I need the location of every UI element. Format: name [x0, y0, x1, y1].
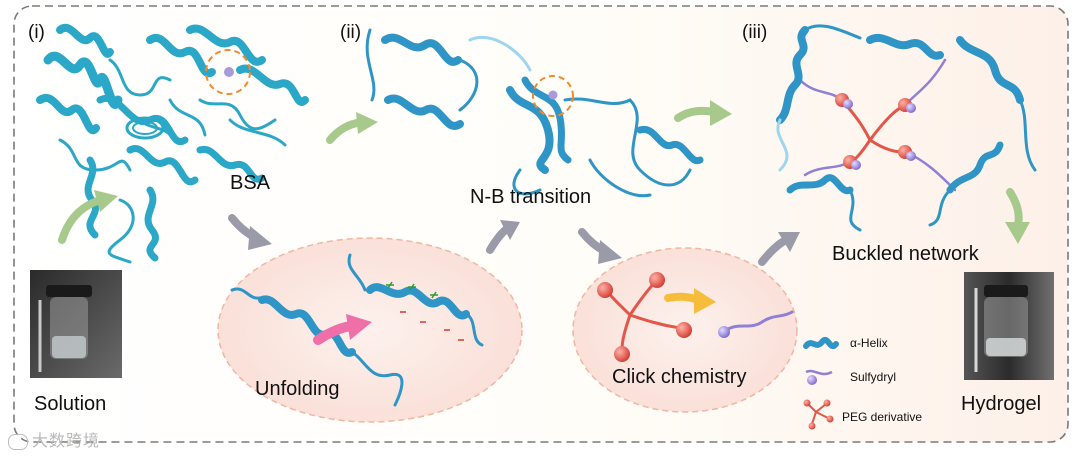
- nb-transition-label: N-B transition: [470, 186, 592, 208]
- dashed-frame: [13, 5, 1069, 443]
- legend-helix-label: α-Helix: [850, 336, 888, 350]
- legend-helix-icon: [803, 337, 839, 349]
- solution-vial-photo: [30, 270, 122, 378]
- hydrogel-label: Hydrogel: [961, 393, 1042, 415]
- legend-sulfydryl-label: Sulfydryl: [850, 370, 897, 384]
- watermark: 大数跨境: [8, 427, 100, 451]
- legend-peg-icon: [807, 403, 829, 425]
- solution-label: Solution: [34, 393, 107, 415]
- legend-peg-label: PEG derivative: [842, 410, 923, 424]
- hydrogel-vial-photo: [964, 272, 1054, 380]
- arrow-yellow: [664, 292, 702, 304]
- nb-binding-circle: [532, 75, 574, 117]
- unfolding-label: Unfolding: [255, 378, 340, 400]
- stage-label-iii: (iii): [742, 22, 768, 43]
- unfolding-bubble: [217, 237, 523, 423]
- arrow-green-1: [58, 196, 104, 244]
- legend-sulfydryl-icon: [805, 369, 833, 376]
- bsa-label: BSA: [230, 172, 271, 194]
- unfolding-helices: [230, 253, 484, 407]
- click-chemistry-label: Click chemistry: [612, 366, 747, 388]
- stage-label-ii: (ii): [340, 22, 362, 43]
- bsa-protein: [36, 23, 309, 264]
- buckled-network-label: Buckled network: [832, 243, 979, 265]
- stage-label-i: (i): [28, 22, 45, 43]
- watermark-logo-icon: [8, 433, 28, 450]
- binding-site-circle: [205, 49, 251, 95]
- binding-site-ball: [224, 67, 234, 77]
- charge-marks: [386, 281, 464, 341]
- arrow-pink: [313, 321, 355, 345]
